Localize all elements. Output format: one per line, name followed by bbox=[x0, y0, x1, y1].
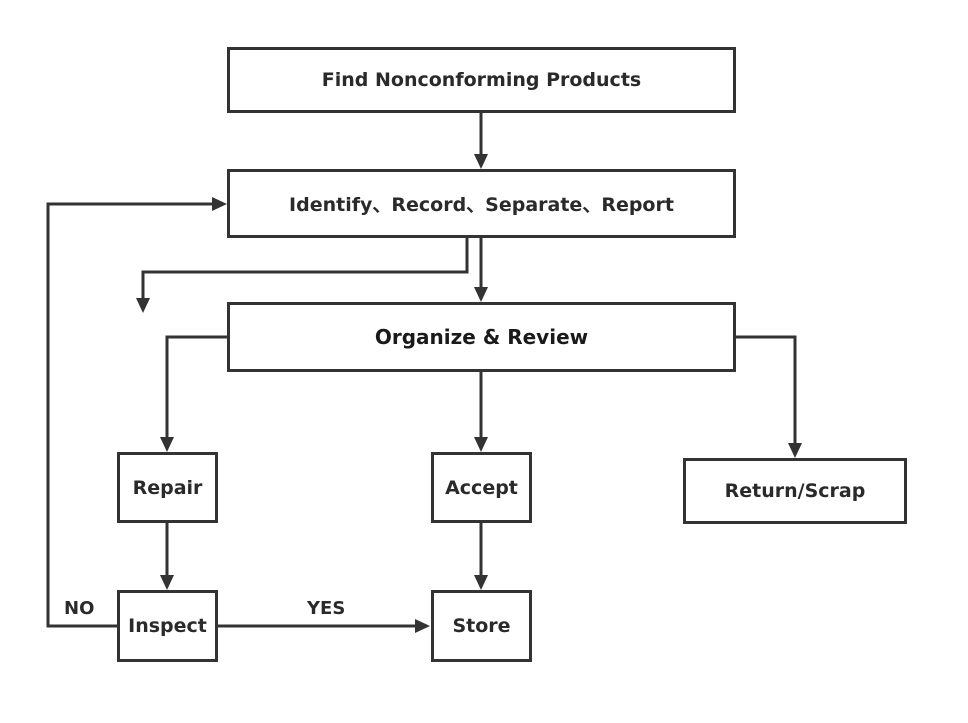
node-return-scrap-label: Return/Scrap bbox=[724, 480, 866, 502]
node-accept-label: Accept bbox=[445, 476, 518, 499]
edge-label-yes: YES bbox=[307, 598, 346, 619]
node-accept: Accept bbox=[431, 452, 532, 523]
node-identify-label: Identify、Record、Separate、Report bbox=[289, 194, 674, 216]
arrowhead-identify-left bbox=[212, 197, 227, 211]
arrowhead-accept-top bbox=[474, 437, 488, 452]
node-review-label: Organize & Review bbox=[374, 325, 589, 349]
edge-label-no: NO bbox=[64, 598, 95, 619]
arrowhead-review-top bbox=[474, 287, 488, 302]
node-organize-review: Organize & Review bbox=[227, 302, 736, 372]
node-repair: Repair bbox=[117, 452, 218, 523]
arrowhead-left-branch bbox=[136, 298, 150, 313]
arrowhead-return-scrap-top bbox=[788, 443, 802, 458]
arrowhead-store-top bbox=[474, 575, 488, 590]
node-inspect-label: Inspect bbox=[128, 615, 207, 637]
edge-inspect-to-identify-no bbox=[46, 202, 216, 628]
arrowhead-repair-top bbox=[160, 437, 174, 452]
node-inspect: Inspect bbox=[117, 590, 218, 662]
node-identify-record-separate-report: Identify、Record、Separate、Report bbox=[227, 169, 736, 238]
node-store-label: Store bbox=[452, 615, 511, 637]
node-find-nonconforming-products: Find Nonconforming Products bbox=[227, 47, 736, 113]
node-store: Store bbox=[431, 590, 532, 662]
node-return-scrap: Return/Scrap bbox=[683, 458, 907, 524]
arrowhead-identify-top bbox=[474, 154, 488, 169]
edge-identify-left-branch bbox=[141, 237, 469, 302]
node-find-label: Find Nonconforming Products bbox=[321, 69, 642, 91]
edge-review-to-repair bbox=[165, 335, 227, 441]
node-repair-label: Repair bbox=[132, 476, 203, 499]
arrowhead-store-left bbox=[415, 619, 430, 633]
edge-review-to-return-scrap bbox=[736, 335, 797, 447]
arrowhead-inspect-top bbox=[160, 575, 174, 590]
